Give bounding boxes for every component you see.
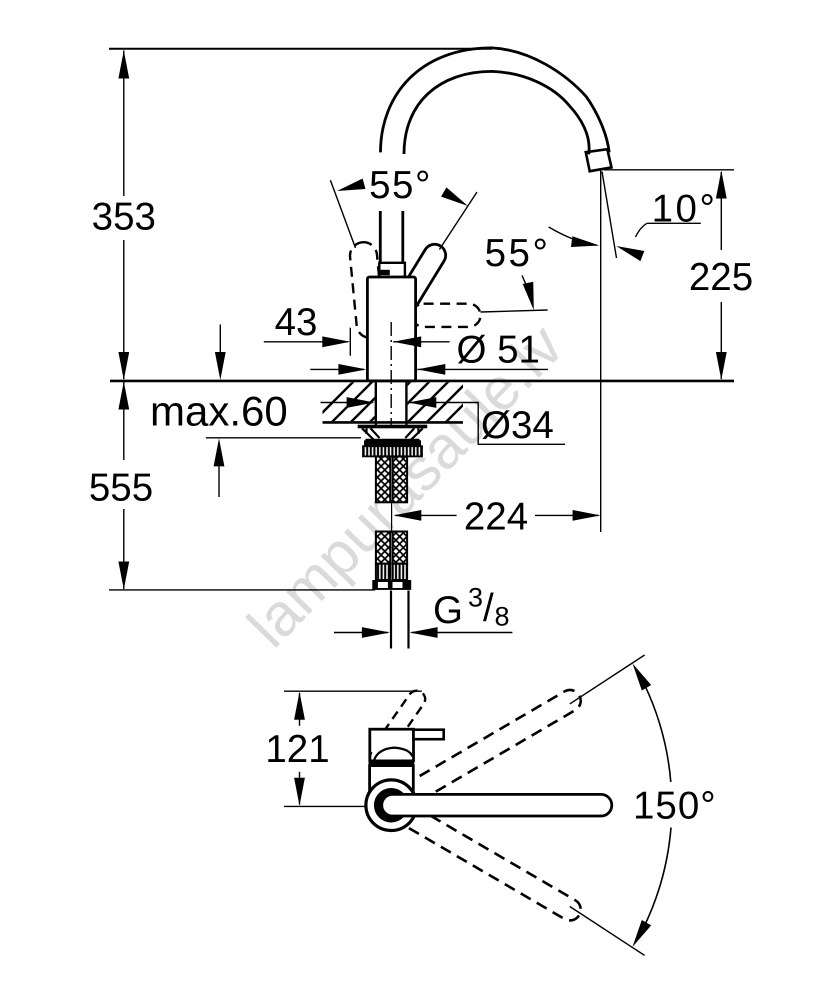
- svg-text:Ø34: Ø34: [481, 404, 554, 447]
- svg-text:/: /: [483, 587, 494, 630]
- svg-text:Ø 51: Ø 51: [457, 329, 540, 372]
- svg-text:150°: 150°: [633, 785, 717, 828]
- svg-text:555: 555: [89, 467, 153, 510]
- svg-text:43: 43: [275, 301, 318, 344]
- svg-text:10°: 10°: [652, 188, 718, 231]
- svg-text:G: G: [433, 589, 463, 632]
- svg-text:121: 121: [265, 728, 329, 771]
- svg-text:225: 225: [689, 256, 753, 299]
- svg-text:max.60: max.60: [150, 388, 288, 435]
- svg-text:3: 3: [468, 583, 483, 613]
- svg-text:224: 224: [464, 496, 528, 539]
- svg-text:8: 8: [495, 602, 510, 632]
- svg-text:55°: 55°: [485, 232, 551, 275]
- svg-text:353: 353: [92, 196, 156, 239]
- svg-text:55°: 55°: [369, 164, 432, 207]
